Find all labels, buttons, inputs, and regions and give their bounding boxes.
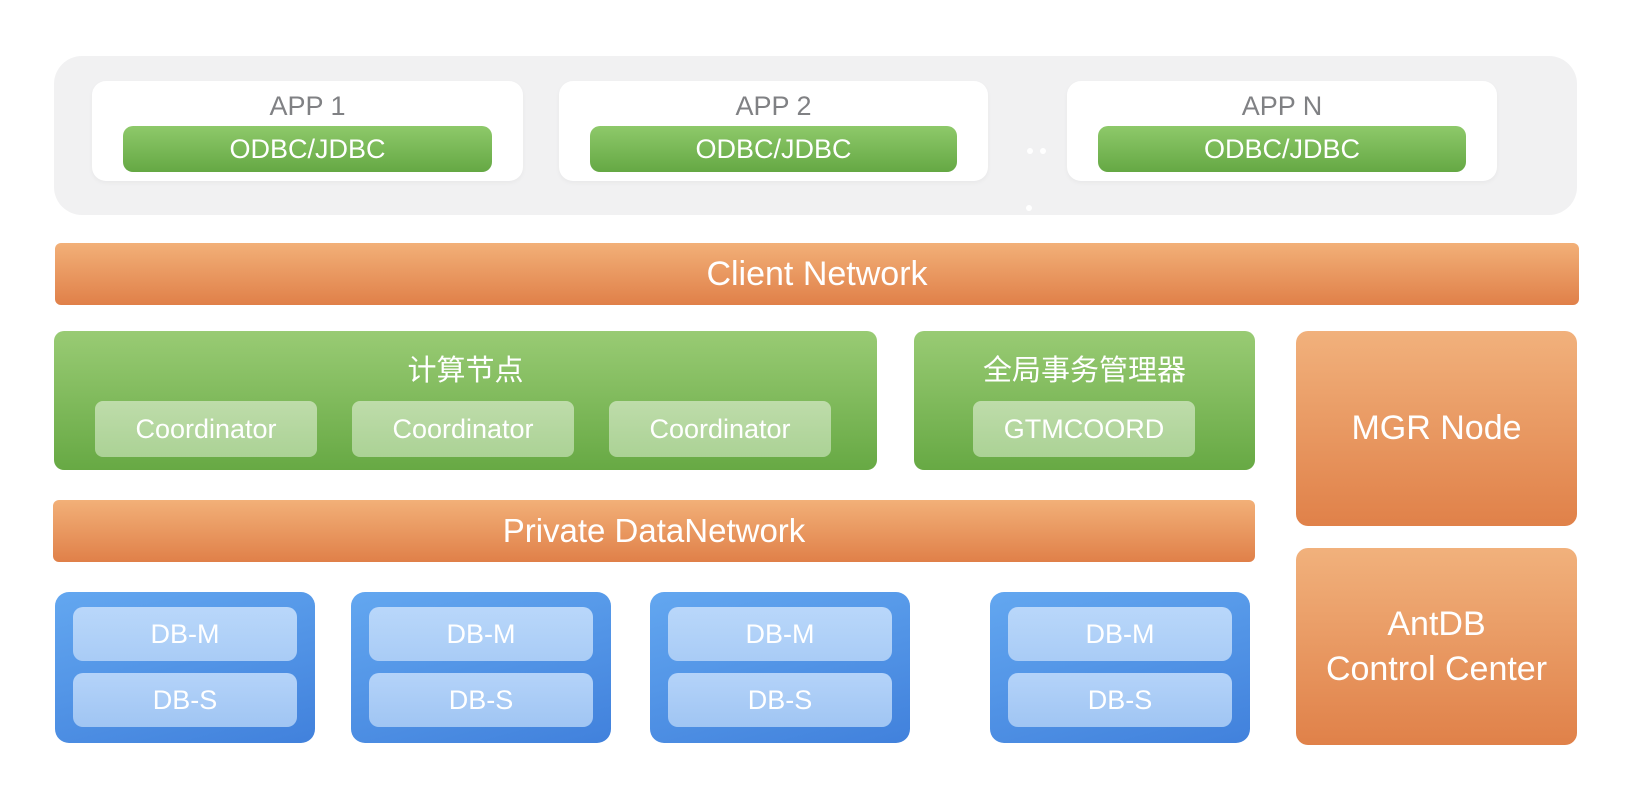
app-card-n: APP N ODBC/JDBC: [1067, 81, 1497, 181]
client-network-bar: Client Network: [55, 243, 1579, 305]
compute-node-box: 计算节点 Coordinator Coordinator Coordinator: [54, 331, 877, 470]
db-master-block: DB-M: [73, 607, 297, 661]
gtm-title: 全局事务管理器: [982, 355, 1186, 387]
control-center-line2: Control Center: [1325, 649, 1548, 688]
app-2-label: APP 2: [735, 91, 812, 121]
db-master-block: DB-M: [369, 607, 593, 661]
db-standby-block: DB-S: [1008, 673, 1232, 727]
app-1-odbc-jdbc-block: ODBC/JDBC: [123, 126, 492, 172]
private-data-network-bar: Private DataNetwork: [53, 500, 1255, 562]
compute-node-title: 计算节点: [407, 355, 524, 387]
coordinator-block-1: Coordinator: [95, 401, 317, 457]
app-card-1: APP 1 ODBC/JDBC: [92, 81, 523, 181]
data-node-shard-3: DB-M DB-S: [650, 592, 910, 743]
control-center-box: AntDB Control Center: [1296, 548, 1577, 745]
ellipsis-dot: [1026, 205, 1032, 211]
coordinator-block-3: Coordinator: [609, 401, 831, 457]
ellipsis-dot: [1027, 148, 1033, 154]
db-standby-block: DB-S: [668, 673, 892, 727]
mgr-node-label: MGR Node: [1351, 409, 1522, 447]
ellipsis-dot: [1040, 148, 1046, 154]
data-node-shard-1: DB-M DB-S: [55, 592, 315, 743]
control-center-line1: AntDB: [1387, 604, 1486, 643]
mgr-node-box: MGR Node: [1296, 331, 1577, 526]
app-layer-panel: APP 1 ODBC/JDBC APP 2 ODBC/JDBC APP N OD…: [54, 56, 1577, 215]
db-standby-block: DB-S: [369, 673, 593, 727]
data-node-shard-4: DB-M DB-S: [990, 592, 1250, 743]
app-n-label: APP N: [1241, 91, 1323, 121]
app-1-label: APP 1: [269, 91, 346, 121]
gtmcoord-block: GTMCOORD: [973, 401, 1195, 457]
app-card-2: APP 2 ODBC/JDBC: [559, 81, 988, 181]
coordinator-block-2: Coordinator: [352, 401, 574, 457]
app-n-odbc-jdbc-block: ODBC/JDBC: [1098, 126, 1466, 172]
gtm-box: 全局事务管理器 GTMCOORD: [914, 331, 1255, 470]
db-master-block: DB-M: [668, 607, 892, 661]
data-node-shard-2: DB-M DB-S: [351, 592, 611, 743]
db-standby-block: DB-S: [73, 673, 297, 727]
app-2-odbc-jdbc-block: ODBC/JDBC: [590, 126, 957, 172]
db-master-block: DB-M: [1008, 607, 1232, 661]
